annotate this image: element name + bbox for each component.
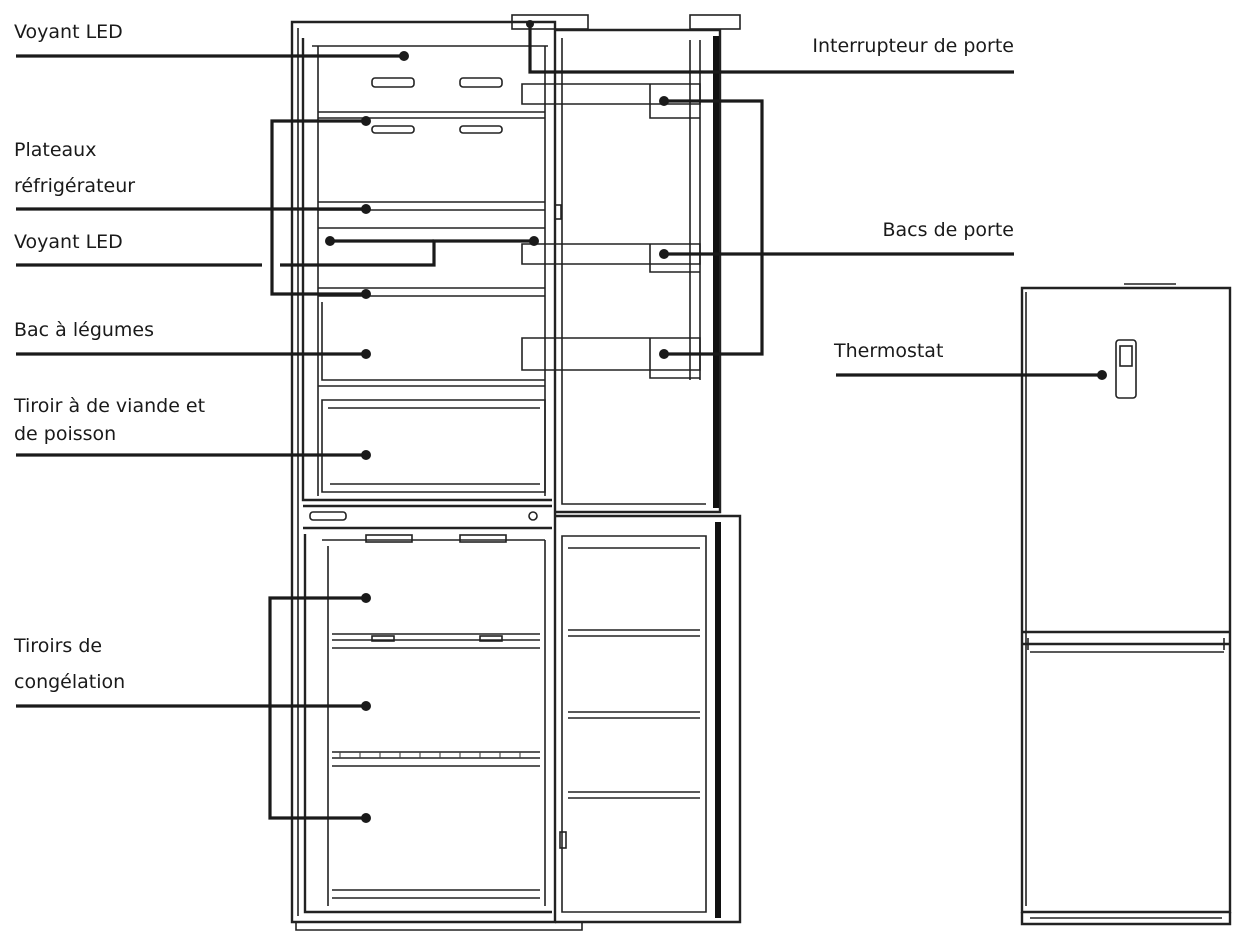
callout-tiroir-viande-poisson (16, 450, 371, 460)
callout-thermostat (836, 370, 1107, 380)
open-fridge-illustration (290, 14, 742, 931)
callout-tiroirs-congelation (16, 593, 371, 823)
callout-plateaux-refrigerateur (16, 116, 371, 299)
label-bac-legumes: Bac à légumes (14, 319, 154, 341)
label-tiroir-line2: de poisson (14, 423, 116, 445)
callout-voyant-led-mid (16, 236, 539, 267)
callout-voyant-led-top (16, 51, 409, 61)
callout-bac-legumes (16, 349, 371, 359)
label-bacs-porte: Bacs de porte (883, 219, 1015, 241)
closed-fridge-illustration (1020, 283, 1232, 926)
label-interrupteur-porte: Interrupteur de porte (812, 35, 1014, 57)
label-congelation-line1: Tiroirs de (13, 635, 102, 657)
label-congelation-line2: congélation (14, 671, 125, 693)
label-voyant-led-top: Voyant LED (14, 21, 123, 43)
label-thermostat: Thermostat (833, 340, 943, 362)
label-plateaux-line2: réfrigérateur (14, 175, 135, 197)
label-plateaux-line1: Plateaux (14, 139, 96, 161)
callout-interrupteur-porte (526, 20, 1014, 74)
callout-bacs-porte (659, 96, 1014, 359)
label-voyant-led-mid: Voyant LED (14, 231, 123, 253)
label-tiroir-line1: Tiroir à de viande et (13, 395, 205, 417)
